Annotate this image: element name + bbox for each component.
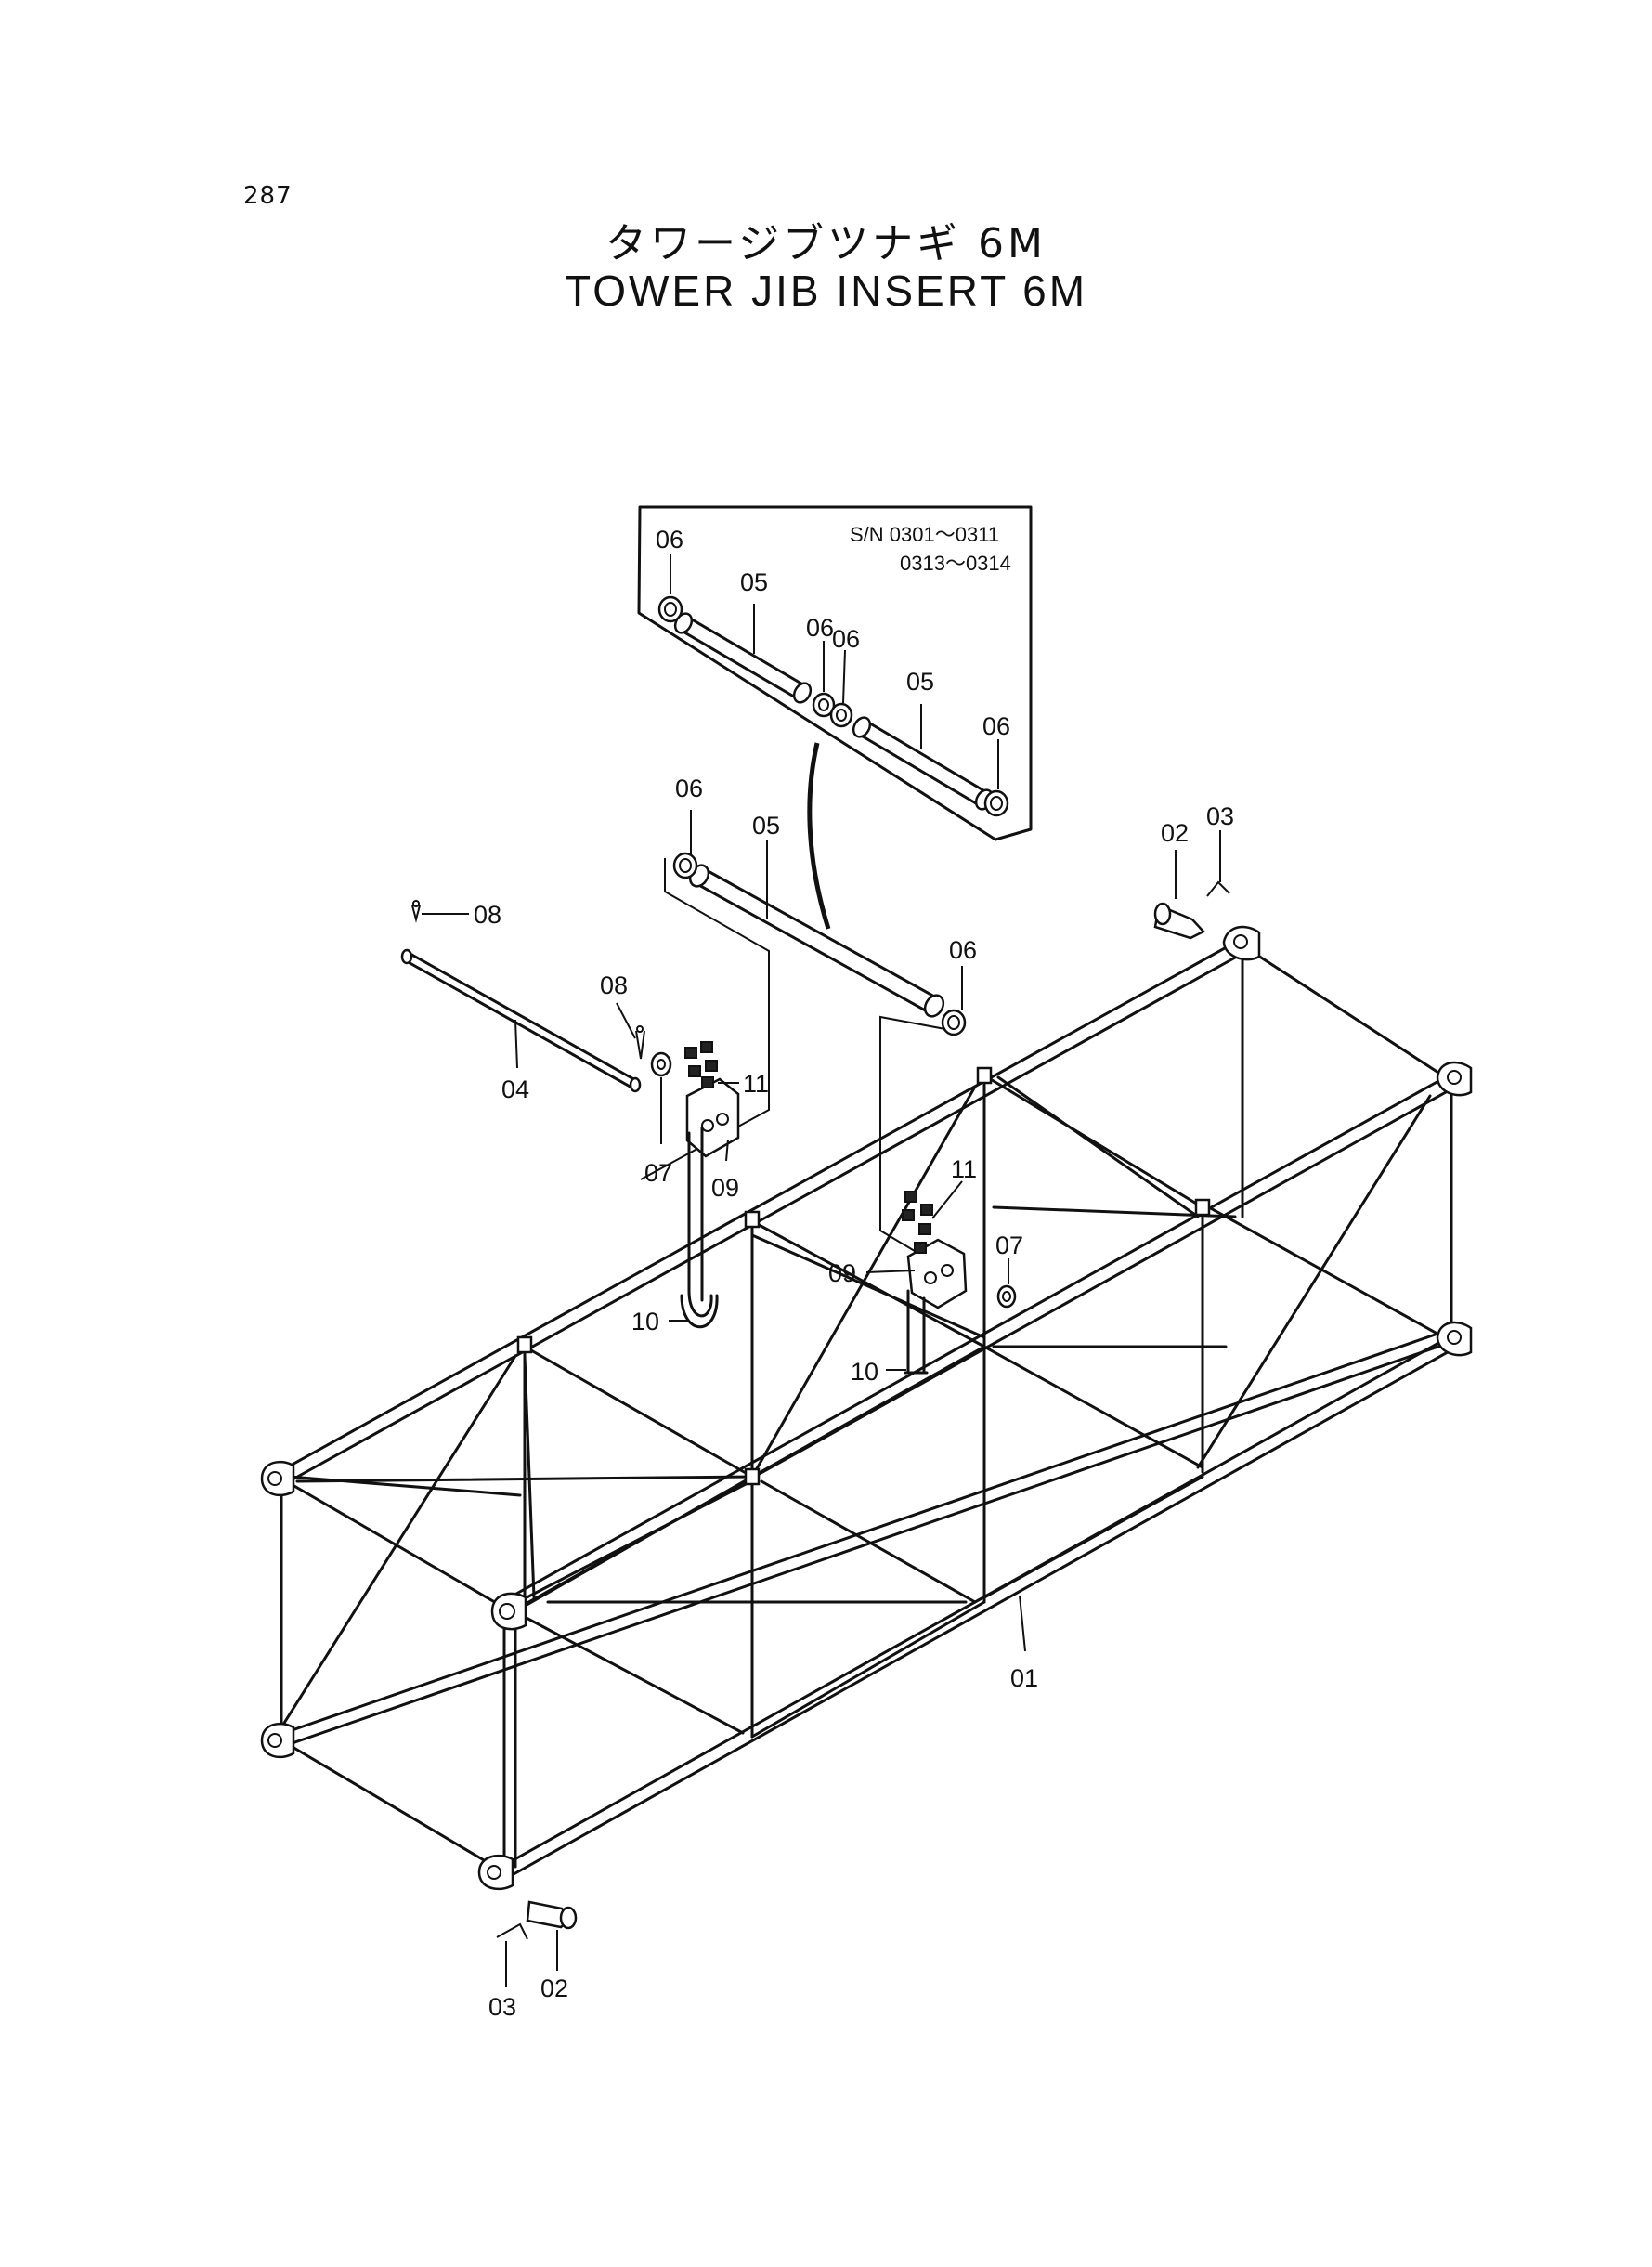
- inset-callout-06-c: 06: [832, 625, 860, 653]
- inset-callout-05-a: 05: [740, 568, 768, 596]
- inset-callout-06-b: 06: [806, 614, 834, 642]
- inset-pin-05-a: [673, 612, 813, 704]
- lattice-verticals: [514, 1074, 1204, 1869]
- inset-callout-05-b: 05: [906, 668, 934, 696]
- callout-03-far: 03: [1206, 802, 1234, 830]
- inset-callout-06-d: 06: [982, 712, 1010, 740]
- end-lug-near-mid: [490, 1592, 527, 1631]
- clip-03-near: [496, 1922, 528, 1940]
- u-bolt-10-left: [680, 1126, 719, 1329]
- callout-05-main: 05: [752, 812, 780, 840]
- jib-insert-frame: [277, 938, 1456, 1880]
- far-end-frame: [1241, 944, 1453, 1345]
- split-pin-08-a: [411, 900, 421, 923]
- callout-03-near: 03: [488, 1993, 516, 2021]
- end-lug-far-mid: [1436, 1061, 1473, 1097]
- lattice-diagonals: [280, 1075, 1446, 1735]
- serial-variant-inset: S/N 0301～0311 0313～0314: [637, 505, 1033, 841]
- callout-02-near: 02: [540, 1974, 568, 2002]
- title-english: TOWER JIB INSERT 6M: [564, 267, 1088, 315]
- end-lug-near-bottom: [260, 1722, 295, 1759]
- callout-01: 01: [1010, 1664, 1038, 1692]
- callout-07-left: 07: [644, 1159, 672, 1187]
- nuts-11-right: [902, 1191, 933, 1254]
- lattice-cross-members: [514, 1074, 1204, 1739]
- callout-11-left: 11: [743, 1070, 769, 1098]
- inset-serial-line-1: S/N 0301～0311: [850, 523, 999, 546]
- nuts-11-left: [684, 1041, 718, 1088]
- pin-02-near: [526, 1900, 578, 1930]
- inset-serial-line-2: 0313～0314: [900, 552, 1011, 575]
- bracket-09-right: [906, 1238, 968, 1309]
- inset-bushing-06-b: [812, 692, 836, 718]
- bracket-09-left: [685, 1077, 740, 1158]
- u-bolt-10-right: [904, 1289, 929, 1375]
- split-pin-08-b: [635, 1025, 645, 1060]
- callout-08-upper: 08: [474, 901, 501, 929]
- bottom-left-chord: [277, 1328, 1456, 1748]
- inset-callout-06-a: 06: [656, 526, 683, 554]
- bushing-06-main-a: [672, 852, 698, 879]
- callout-06-main-b: 06: [949, 936, 977, 964]
- top-right-chord: [500, 1074, 1456, 1616]
- clip-03-far: [1206, 880, 1230, 897]
- callout-11-right: 11: [951, 1155, 977, 1183]
- end-lug-near-top: [260, 1460, 295, 1497]
- end-lug-far-top: [1222, 925, 1261, 961]
- end-lug-near-lowest: [477, 1854, 514, 1891]
- callout-08-lower: 08: [600, 971, 628, 999]
- callout-04: 04: [501, 1075, 529, 1103]
- callout-09-right: 09: [828, 1259, 856, 1287]
- inset-bushing-06-c: [829, 702, 853, 728]
- callout-10-right: 10: [851, 1358, 878, 1386]
- page-number: 287: [243, 182, 293, 210]
- rod-04: [400, 948, 642, 1093]
- pin-alignment-guide-b: [879, 1015, 946, 1255]
- washer-07-left: [650, 1051, 672, 1077]
- washer-07-right: [996, 1284, 1017, 1309]
- top-left-chord: [277, 938, 1247, 1486]
- callout-09-left: 09: [711, 1174, 739, 1202]
- inset-leader-curve: [807, 742, 831, 930]
- inset-bushing-06-d: [983, 789, 1009, 817]
- end-lug-far-bottom: [1436, 1321, 1473, 1357]
- title-japanese: タワージブツナギ 6M: [605, 220, 1047, 267]
- callout-06-main-a: 06: [675, 775, 703, 802]
- inset-pin-05-b: [852, 716, 995, 811]
- callout-10-left: 10: [631, 1308, 659, 1335]
- callout-07-right: 07: [995, 1231, 1023, 1259]
- near-end-frame: [280, 1475, 522, 1874]
- pin-02-far: [1153, 902, 1206, 940]
- inset-bushing-06-a: [657, 595, 683, 623]
- callout-02-far: 02: [1161, 819, 1189, 847]
- bushing-06-main-b: [941, 1009, 967, 1036]
